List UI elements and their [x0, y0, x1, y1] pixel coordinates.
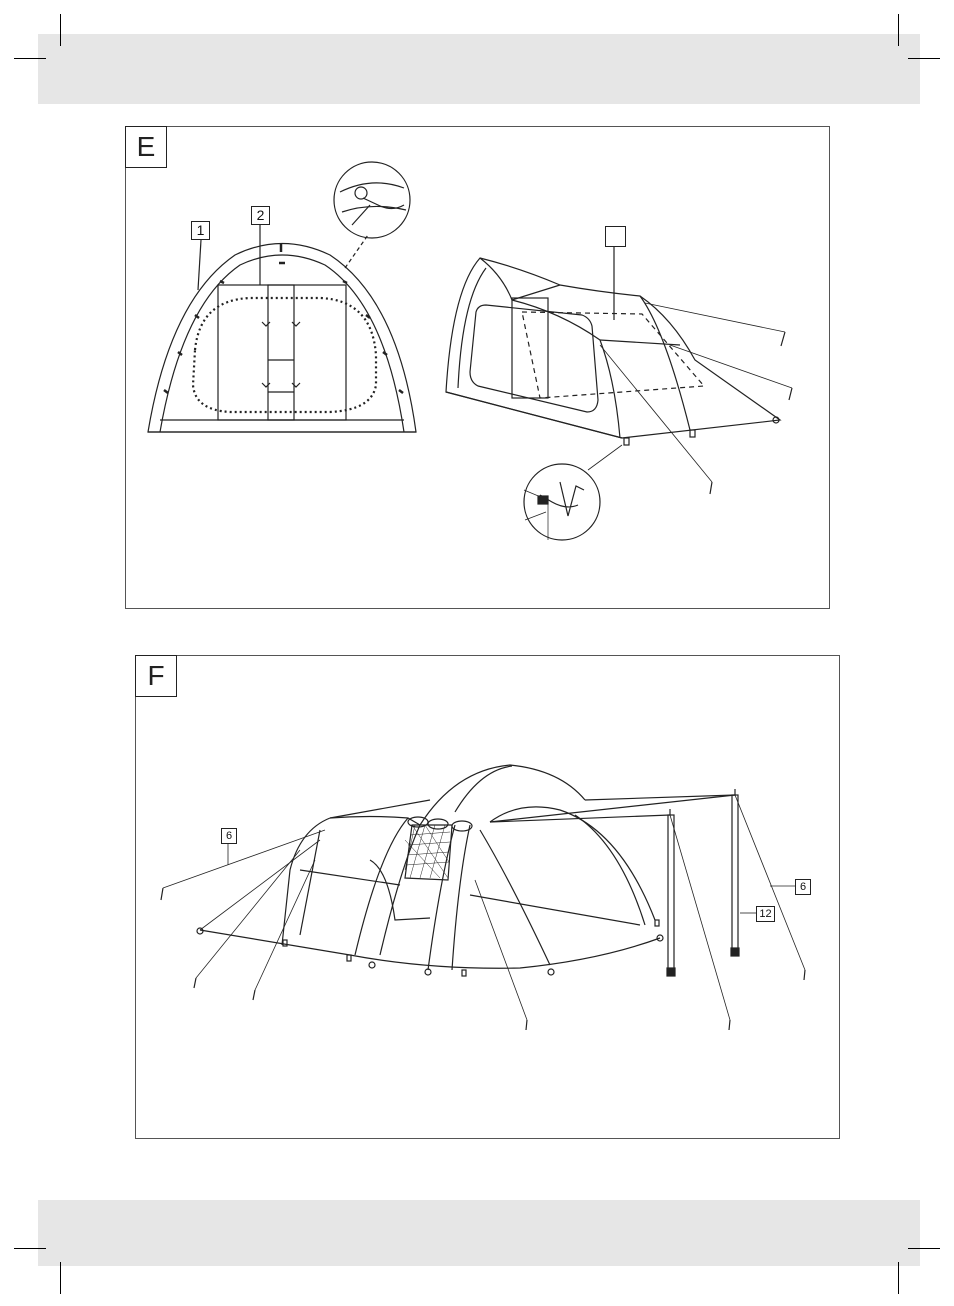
bottom-band: [38, 1200, 920, 1266]
crop-mark: [60, 1262, 61, 1294]
figure-f-illustration: [160, 764, 806, 1031]
callout-2: 2: [251, 206, 270, 225]
tent-side-outer: [445, 257, 782, 439]
crop-mark: [60, 14, 61, 46]
tent-dome: [419, 764, 586, 826]
callout-6-right: 6: [795, 879, 811, 895]
figure-e-letter: E: [136, 131, 156, 162]
figure-e-panel: [125, 126, 830, 609]
callout-6-left: 6: [221, 828, 237, 844]
tent-front-zip-window: [191, 296, 378, 414]
top-band: [38, 34, 920, 104]
crop-mark: [908, 1248, 940, 1249]
crop-mark: [14, 1248, 46, 1249]
crop-mark: [898, 1262, 899, 1294]
crop-mark: [908, 58, 940, 59]
figure-f-label: F: [135, 655, 177, 697]
tent-front-outer-arch: [147, 242, 417, 433]
callout-1: 1: [191, 221, 210, 240]
figure-e-label: E: [125, 126, 167, 168]
crop-mark: [14, 58, 46, 59]
crop-mark: [898, 14, 899, 46]
callout-12: 12: [756, 906, 775, 922]
figure-f-letter: F: [147, 660, 165, 691]
figure-e-illustration: [147, 161, 793, 541]
callout-blank: [605, 226, 626, 247]
tent-front-inner-arch: [159, 254, 405, 433]
figure-f-panel: [135, 655, 840, 1139]
